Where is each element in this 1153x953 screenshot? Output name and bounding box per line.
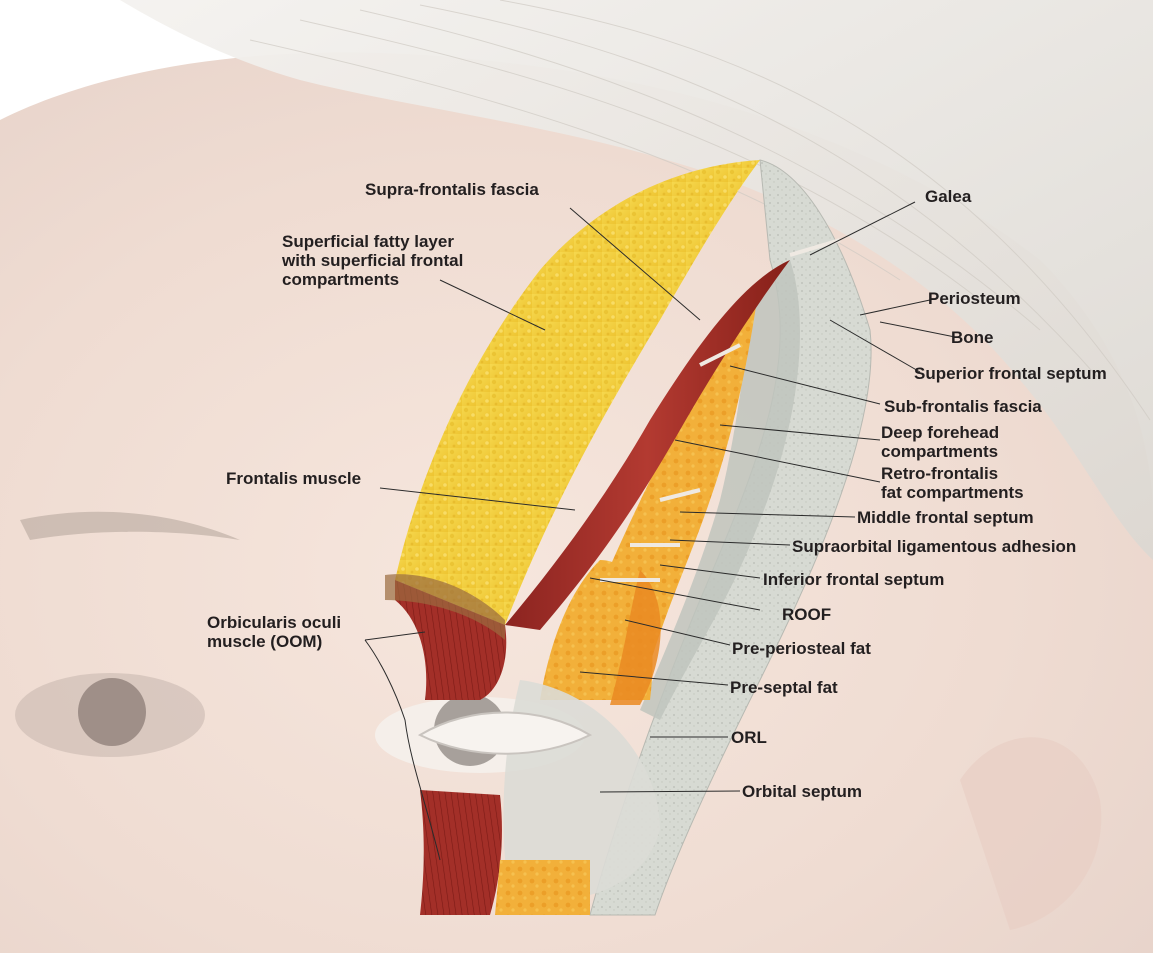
- label-bone: Bone: [951, 328, 994, 347]
- label-deep-forehead-compartments: Deep forehead compartments: [881, 423, 999, 461]
- label-orbital-septum: Orbital septum: [742, 782, 862, 801]
- label-roof: ROOF: [782, 605, 831, 624]
- label-supra-frontalis-fascia: Supra-frontalis fascia: [365, 180, 539, 199]
- label-pre-periosteal-fat: Pre-periosteal fat: [732, 639, 871, 658]
- label-orbicularis-oculi: Orbicularis oculi muscle (OOM): [207, 613, 341, 651]
- label-orl: ORL: [731, 728, 767, 747]
- left-iris: [78, 678, 146, 746]
- label-inferior-frontal-septum: Inferior frontal septum: [763, 570, 944, 589]
- label-pre-septal-fat: Pre-septal fat: [730, 678, 838, 697]
- label-retro-frontalis-fat: Retro-frontalis fat compartments: [881, 464, 1024, 502]
- label-supraorbital-adhesion: Supraorbital ligamentous adhesion: [792, 537, 1076, 556]
- label-middle-frontal-septum: Middle frontal septum: [857, 508, 1034, 527]
- label-superior-frontal-septum: Superior frontal septum: [914, 364, 1107, 383]
- label-frontalis-muscle: Frontalis muscle: [226, 469, 361, 488]
- orbicularis-oculi-lower: [420, 790, 502, 915]
- label-sub-frontalis-fascia: Sub-frontalis fascia: [884, 397, 1042, 416]
- label-periosteum: Periosteum: [928, 289, 1021, 308]
- label-superficial-fatty-layer: Superficial fatty layer with superficial…: [282, 232, 463, 289]
- lower-fat-strip: [495, 860, 590, 915]
- label-galea: Galea: [925, 187, 971, 206]
